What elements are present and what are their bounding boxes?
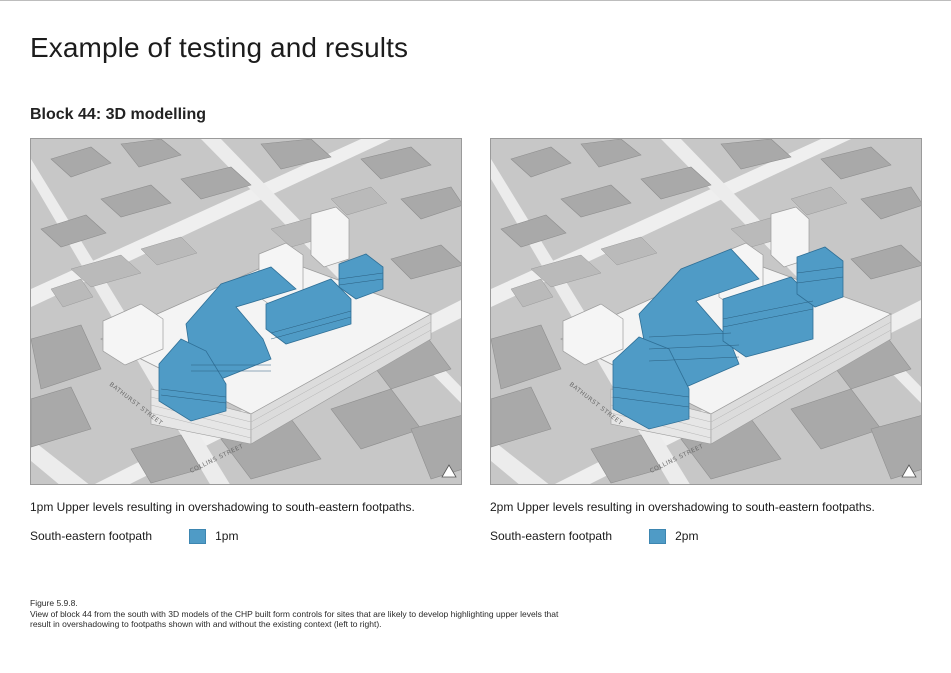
north-arrow-icon (441, 464, 457, 478)
legend-2pm: South-eastern footpath 2pm (490, 527, 698, 545)
model-view-1pm: BATHURST STREET COLLINS STREET (30, 138, 462, 485)
section-title: Block 44: 3D modelling (30, 106, 207, 123)
north-arrow-icon (901, 464, 917, 478)
legend-label: South-eastern footpath (490, 529, 613, 543)
model-view-2pm: BATHURST STREET COLLINS STREET (490, 138, 922, 485)
figure-description: View of block 44 from the south with 3D … (30, 608, 559, 630)
caption-1pm: 1pm Upper levels resulting in overshadow… (30, 500, 415, 514)
legend-1pm: South-eastern footpath 1pm (30, 527, 238, 545)
model-render-1pm: BATHURST STREET COLLINS STREET (31, 139, 461, 484)
model-render-2pm: BATHURST STREET COLLINS STREET (491, 139, 921, 484)
top-rule (0, 0, 951, 1)
figure-notes: Figure 5.9.8. View of block 44 from the … (30, 598, 570, 630)
legend-label: South-eastern footpath (30, 529, 153, 543)
page-title: Example of testing and results (30, 32, 409, 63)
legend-swatch (649, 528, 667, 544)
figure-number: Figure 5.9.8. (30, 598, 78, 608)
caption-2pm: 2pm Upper levels resulting in overshadow… (490, 500, 875, 514)
legend-swatch (189, 528, 207, 544)
legend-value: 1pm (215, 529, 239, 543)
legend-value: 2pm (675, 529, 699, 543)
